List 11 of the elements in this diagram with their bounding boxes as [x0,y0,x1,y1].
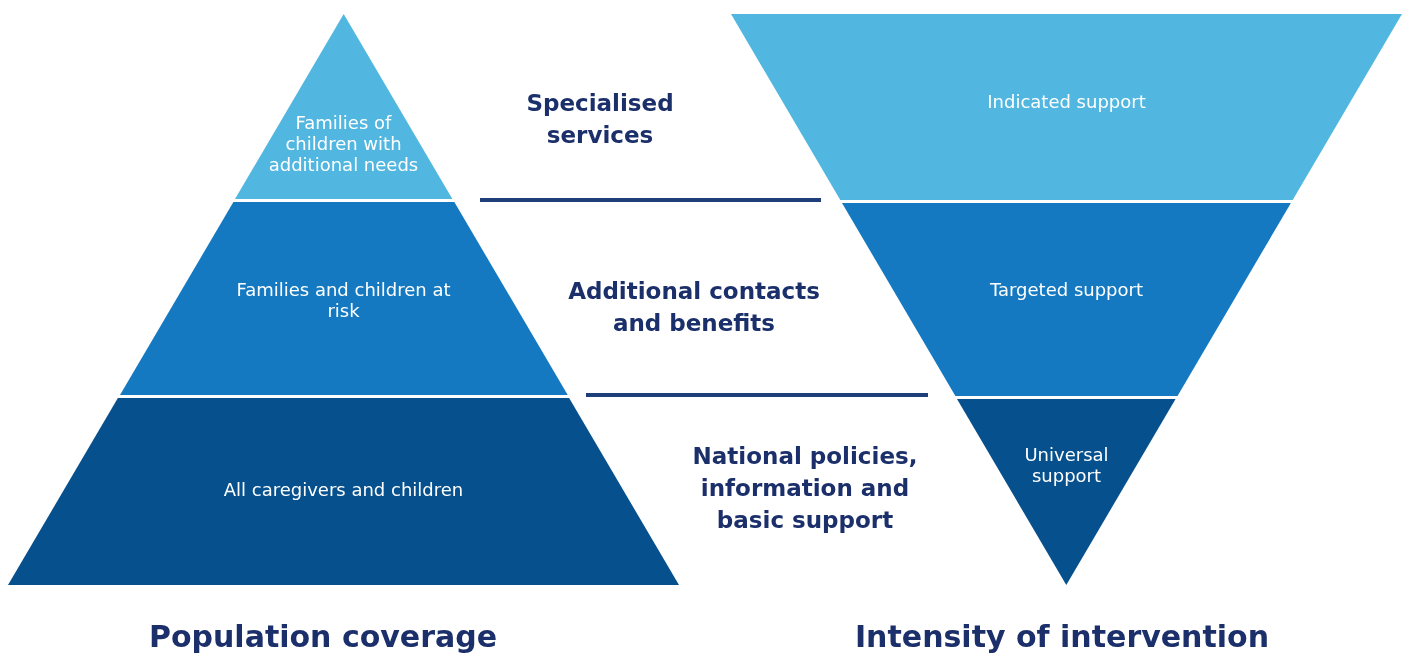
tier-label: Universal support [1023,444,1110,486]
level-label: National policies, information and basic support [691,441,919,536]
tier-label: Families of children with additional needs [268,111,419,175]
tier-label: Indicated support [986,90,1147,112]
tier-label: Families and children at risk [235,279,452,321]
level-label: Additional contacts and benefits [567,276,821,338]
axis-title: Population coverage [147,618,499,656]
tier-label: All caregivers and children [222,478,465,500]
tier-label: Targeted support [988,278,1144,300]
level-label: Specialised services [525,88,675,150]
axis-title: Intensity of intervention [853,618,1271,656]
